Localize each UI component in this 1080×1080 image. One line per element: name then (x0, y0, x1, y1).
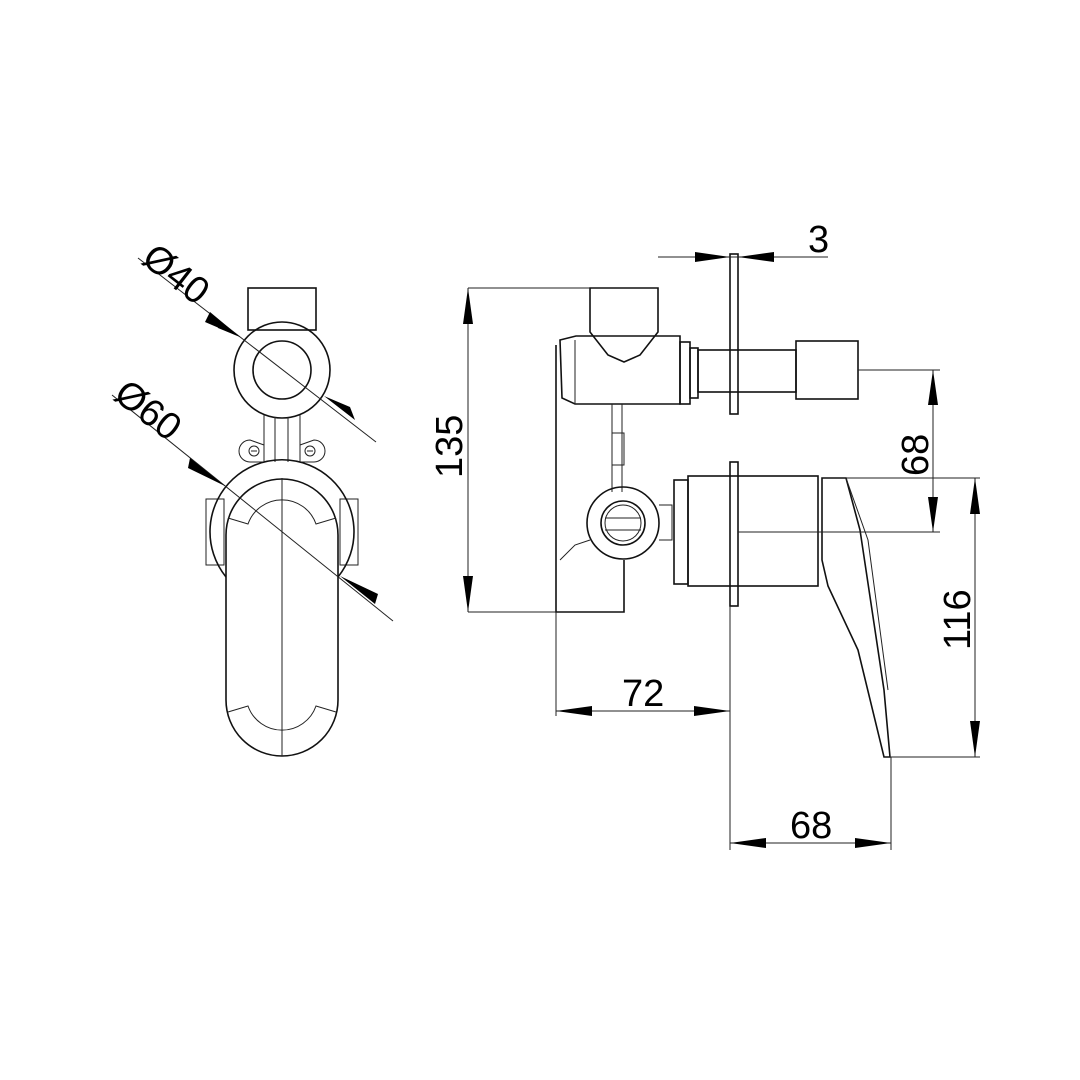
label-68-horizontal: 68 (790, 805, 832, 847)
cover-plate (209, 458, 355, 578)
label-d60: Ø60 (106, 372, 188, 449)
label-d40: Ø40 (134, 236, 216, 313)
dim-handle-projection: 68 (730, 757, 892, 850)
wall-plate-bottom (729, 461, 739, 607)
lever-handle (225, 478, 339, 757)
front-view (205, 287, 359, 757)
inlet-block (247, 287, 317, 331)
wall-plate-top (729, 253, 739, 415)
lug-right (299, 439, 326, 463)
label-68-vertical: 68 (895, 434, 937, 476)
diverter-spindle (697, 349, 797, 393)
side-view (555, 253, 891, 758)
label-3: 3 (808, 219, 829, 261)
dim-plate-thickness: 3 (658, 219, 829, 262)
diverter-knob (795, 340, 859, 400)
cartridge-housing (687, 475, 819, 587)
dim-outlet-offset: 68 (818, 369, 940, 533)
valve-body (559, 335, 681, 405)
lever-side (821, 477, 891, 758)
dim-overall-height: 135 (429, 287, 590, 613)
label-135: 135 (429, 415, 471, 478)
dim-handle-height: 116 (846, 477, 980, 758)
inner-ring (252, 340, 312, 400)
label-116: 116 (937, 589, 979, 650)
lug-left (238, 439, 265, 463)
dim-body-depth: 72 (555, 606, 731, 850)
label-72: 72 (622, 673, 664, 715)
union-fitting (586, 486, 660, 560)
outer-ring (233, 321, 331, 419)
